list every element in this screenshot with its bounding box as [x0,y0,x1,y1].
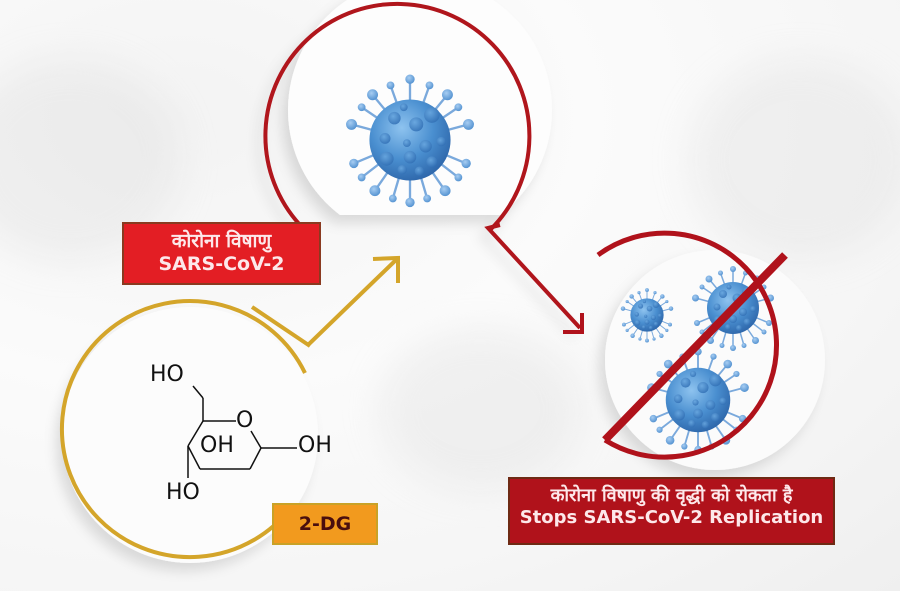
background-blur [380,330,580,490]
prohibition-circle [596,230,779,460]
molecule-ho-top: HO [150,362,184,387]
molecule-oh-ring: OH [200,433,234,458]
result-label: कोरोना विषाणु की वृद्धी को रोकता है Stop… [508,477,835,545]
arrow-icon [372,255,400,283]
molecule-bonds [187,385,297,478]
drug-label: 2-DG [272,503,378,545]
result-label-english: Stops SARS-CoV-2 Replication [519,506,824,528]
virus-label-english: SARS-CoV-2 [158,252,285,275]
result-label-hindi: कोरोना विषाणु की वृद्धी को रोकता है [550,485,793,506]
molecule-oh-right: OH [298,433,332,458]
molecule-ho-bottom: HO [166,480,200,505]
background-blur [690,60,900,260]
molecule-ring-oxygen: O [236,408,254,433]
drug-circle [59,299,307,560]
virus-label-hindi: कोरोना विषाणु [171,230,272,252]
arrow-icon [563,313,584,334]
prohibition-slash [602,252,788,443]
virus-label: कोरोना विषाणु SARS-CoV-2 [122,222,321,285]
